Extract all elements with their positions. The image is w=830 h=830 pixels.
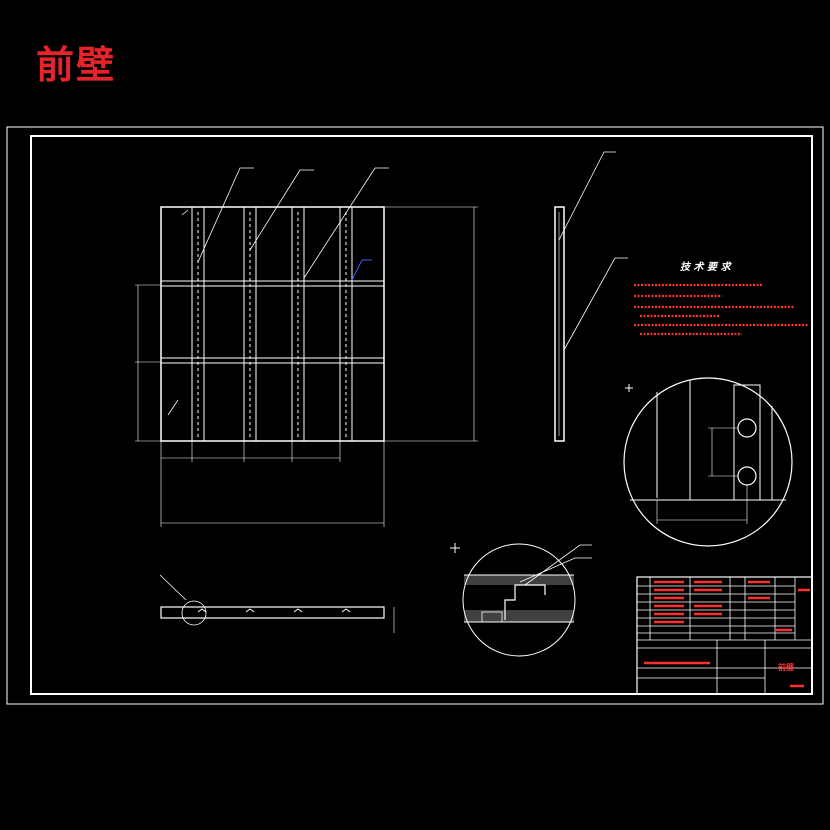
side-view bbox=[554, 151, 628, 442]
tech-requirements-heading: 技 术 要 求 bbox=[680, 261, 732, 273]
vertical-frame bbox=[291, 206, 305, 442]
bottom-view bbox=[159, 574, 395, 633]
section-detail-circle bbox=[462, 543, 576, 657]
page-title: 前壁 bbox=[36, 42, 117, 87]
panel-outline bbox=[160, 206, 385, 442]
bolt-hole-lower bbox=[737, 466, 757, 486]
bottom-view-body bbox=[160, 606, 385, 619]
title-block bbox=[636, 576, 813, 695]
sheet-inner-border bbox=[30, 135, 813, 695]
horizontal-rib-upper bbox=[160, 280, 385, 287]
enlarged-detail-circle bbox=[623, 377, 793, 547]
tech-requirements-lines bbox=[634, 283, 808, 336]
vertical-frame bbox=[243, 206, 257, 442]
vertical-frame bbox=[191, 206, 205, 442]
side-view-body bbox=[554, 206, 565, 442]
horizontal-rib-lower bbox=[160, 357, 385, 364]
section-detail bbox=[450, 543, 592, 657]
drawing-name: 前壁 bbox=[778, 662, 794, 672]
vertical-frame bbox=[339, 206, 353, 442]
title-block-frame bbox=[636, 576, 813, 695]
detail-marker-circle bbox=[181, 600, 207, 626]
enlarged-detail bbox=[623, 377, 793, 547]
blue-leader bbox=[351, 259, 363, 281]
bolt-hole-upper bbox=[737, 418, 757, 438]
front-view bbox=[135, 167, 478, 527]
sheet-outer-border bbox=[6, 126, 824, 705]
title-block-red-entries bbox=[644, 580, 810, 688]
